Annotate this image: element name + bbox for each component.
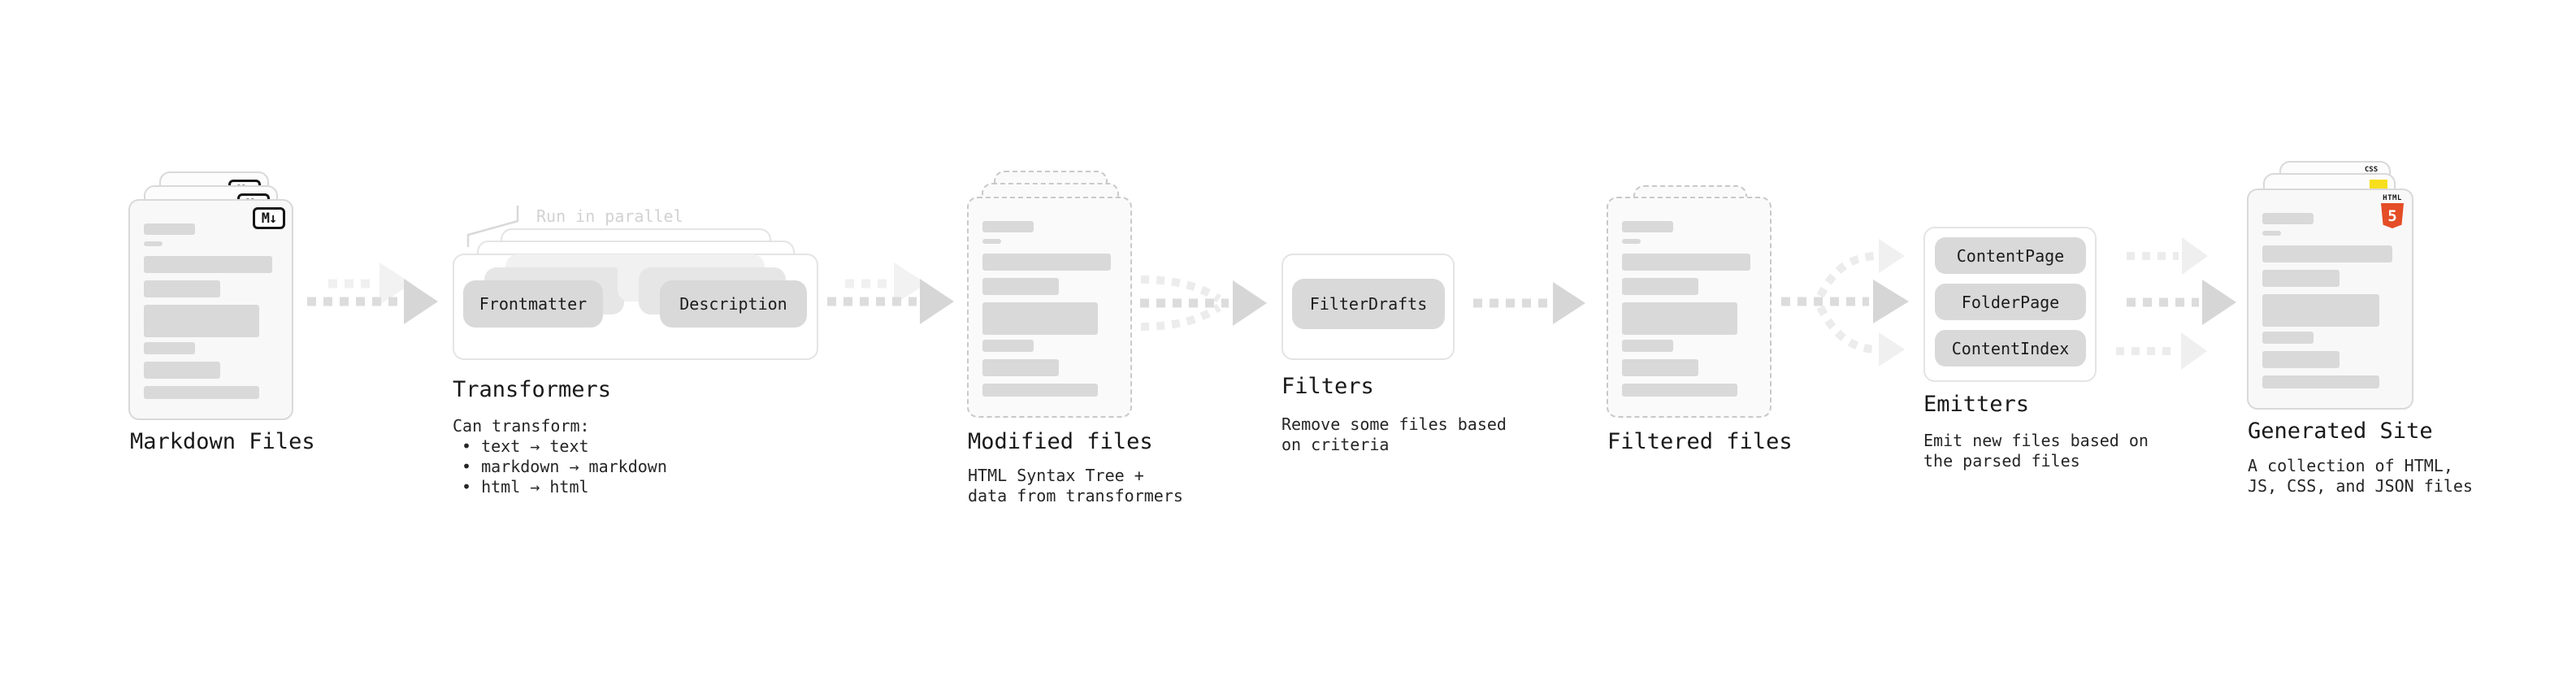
run-in-parallel-note: Run in parallel	[536, 206, 683, 226]
transform-bullet: markdown → markdown	[453, 457, 667, 477]
markdown-icon: M↓	[253, 207, 285, 229]
placeholder-text-bar	[144, 256, 273, 273]
doc-text-placeholder-bars	[144, 201, 278, 399]
transform-bullet: text → text	[453, 436, 667, 457]
placeholder-text-bar	[1622, 340, 1673, 352]
contentindex-pill: ContentIndex	[1935, 330, 2086, 367]
modified-files-desc: HTML Syntax Tree + data from transformer…	[968, 466, 1183, 505]
placeholder-text-bar	[982, 384, 1098, 397]
markdown-files-label: Markdown Files	[130, 429, 315, 454]
filtered-doc	[1607, 197, 1772, 418]
placeholder-text-bar	[1622, 239, 1641, 244]
placeholder-text-bar	[1622, 302, 1737, 335]
placeholder-text-bar	[982, 254, 1112, 271]
doc-text-placeholder-bars	[2262, 190, 2398, 388]
html5-icon: HTML 5	[2380, 194, 2405, 228]
placeholder-text-bar	[2262, 294, 2379, 327]
placeholder-text-bar	[2262, 245, 2393, 262]
placeholder-text-bar	[982, 221, 1034, 232]
placeholder-text-bar	[144, 280, 221, 297]
placeholder-text-bar	[982, 359, 1060, 376]
placeholder-text-bar	[982, 278, 1060, 295]
arrow-modified-to-filters	[1140, 275, 1267, 331]
transformers-label: Transformers	[453, 377, 612, 402]
folderpage-pill: FolderPage	[1935, 284, 2086, 320]
placeholder-text-bar	[144, 223, 195, 235]
placeholder-text-bar	[2262, 332, 2314, 344]
markdown-doc: M↓	[128, 199, 293, 420]
placeholder-text-bar	[2262, 351, 2340, 368]
arrows-emitters-to-generated	[2116, 237, 2236, 370]
placeholder-text-bar	[1622, 221, 1673, 232]
arrow-filtered-to-emitters	[1781, 239, 1909, 367]
generated-site-desc: A collection of HTML, JS, CSS, and JSON …	[2248, 456, 2473, 496]
transformers-bullet-list: text → text markdown → markdown html → h…	[453, 436, 667, 497]
generated-doc: HTML 5	[2247, 189, 2413, 410]
transform-bullet: html → html	[453, 477, 667, 497]
emitters-desc: Emit new files based on the parsed files	[1923, 431, 2149, 471]
filtered-files-label: Filtered files	[1607, 429, 1793, 454]
filters-desc: Remove some files based on criteria	[1281, 414, 1507, 454]
placeholder-text-bar	[1622, 278, 1699, 295]
filterdrafts-pill: FilterDrafts	[1292, 279, 1445, 329]
description-pill: Description	[660, 280, 807, 327]
modified-doc	[967, 197, 1132, 418]
doc-text-placeholder-bars	[1622, 198, 1756, 397]
placeholder-text-bar	[1622, 254, 1751, 271]
emitters-label: Emitters	[1923, 392, 2030, 417]
placeholder-text-bar	[2262, 375, 2379, 388]
generated-site-label: Generated Site	[2248, 419, 2433, 444]
modified-files-label: Modified files	[968, 429, 1153, 454]
placeholder-text-bar	[144, 362, 221, 379]
transformers-desc-title: Can transform:	[453, 416, 590, 436]
placeholder-text-bar	[144, 241, 163, 246]
placeholder-text-bar	[982, 239, 1002, 244]
placeholder-text-bar	[2262, 231, 2282, 236]
placeholder-text-bar	[1622, 359, 1699, 376]
contentpage-pill: ContentPage	[1935, 237, 2086, 274]
placeholder-text-bar	[2262, 270, 2340, 287]
arrow-markdown-to-transformers	[307, 262, 438, 324]
placeholder-text-bar	[1622, 384, 1737, 397]
filters-label: Filters	[1281, 374, 1374, 399]
placeholder-text-bar	[144, 305, 259, 337]
arrow-transformers-to-modified	[827, 262, 954, 324]
placeholder-text-bar	[982, 340, 1034, 352]
placeholder-text-bar	[144, 342, 195, 354]
placeholder-text-bar	[982, 302, 1098, 335]
frontmatter-pill: Frontmatter	[463, 280, 603, 327]
placeholder-text-bar	[2262, 213, 2314, 224]
placeholder-text-bar	[144, 386, 259, 399]
doc-text-placeholder-bars	[982, 198, 1117, 397]
arrow-filters-to-filtered	[1473, 282, 1585, 324]
